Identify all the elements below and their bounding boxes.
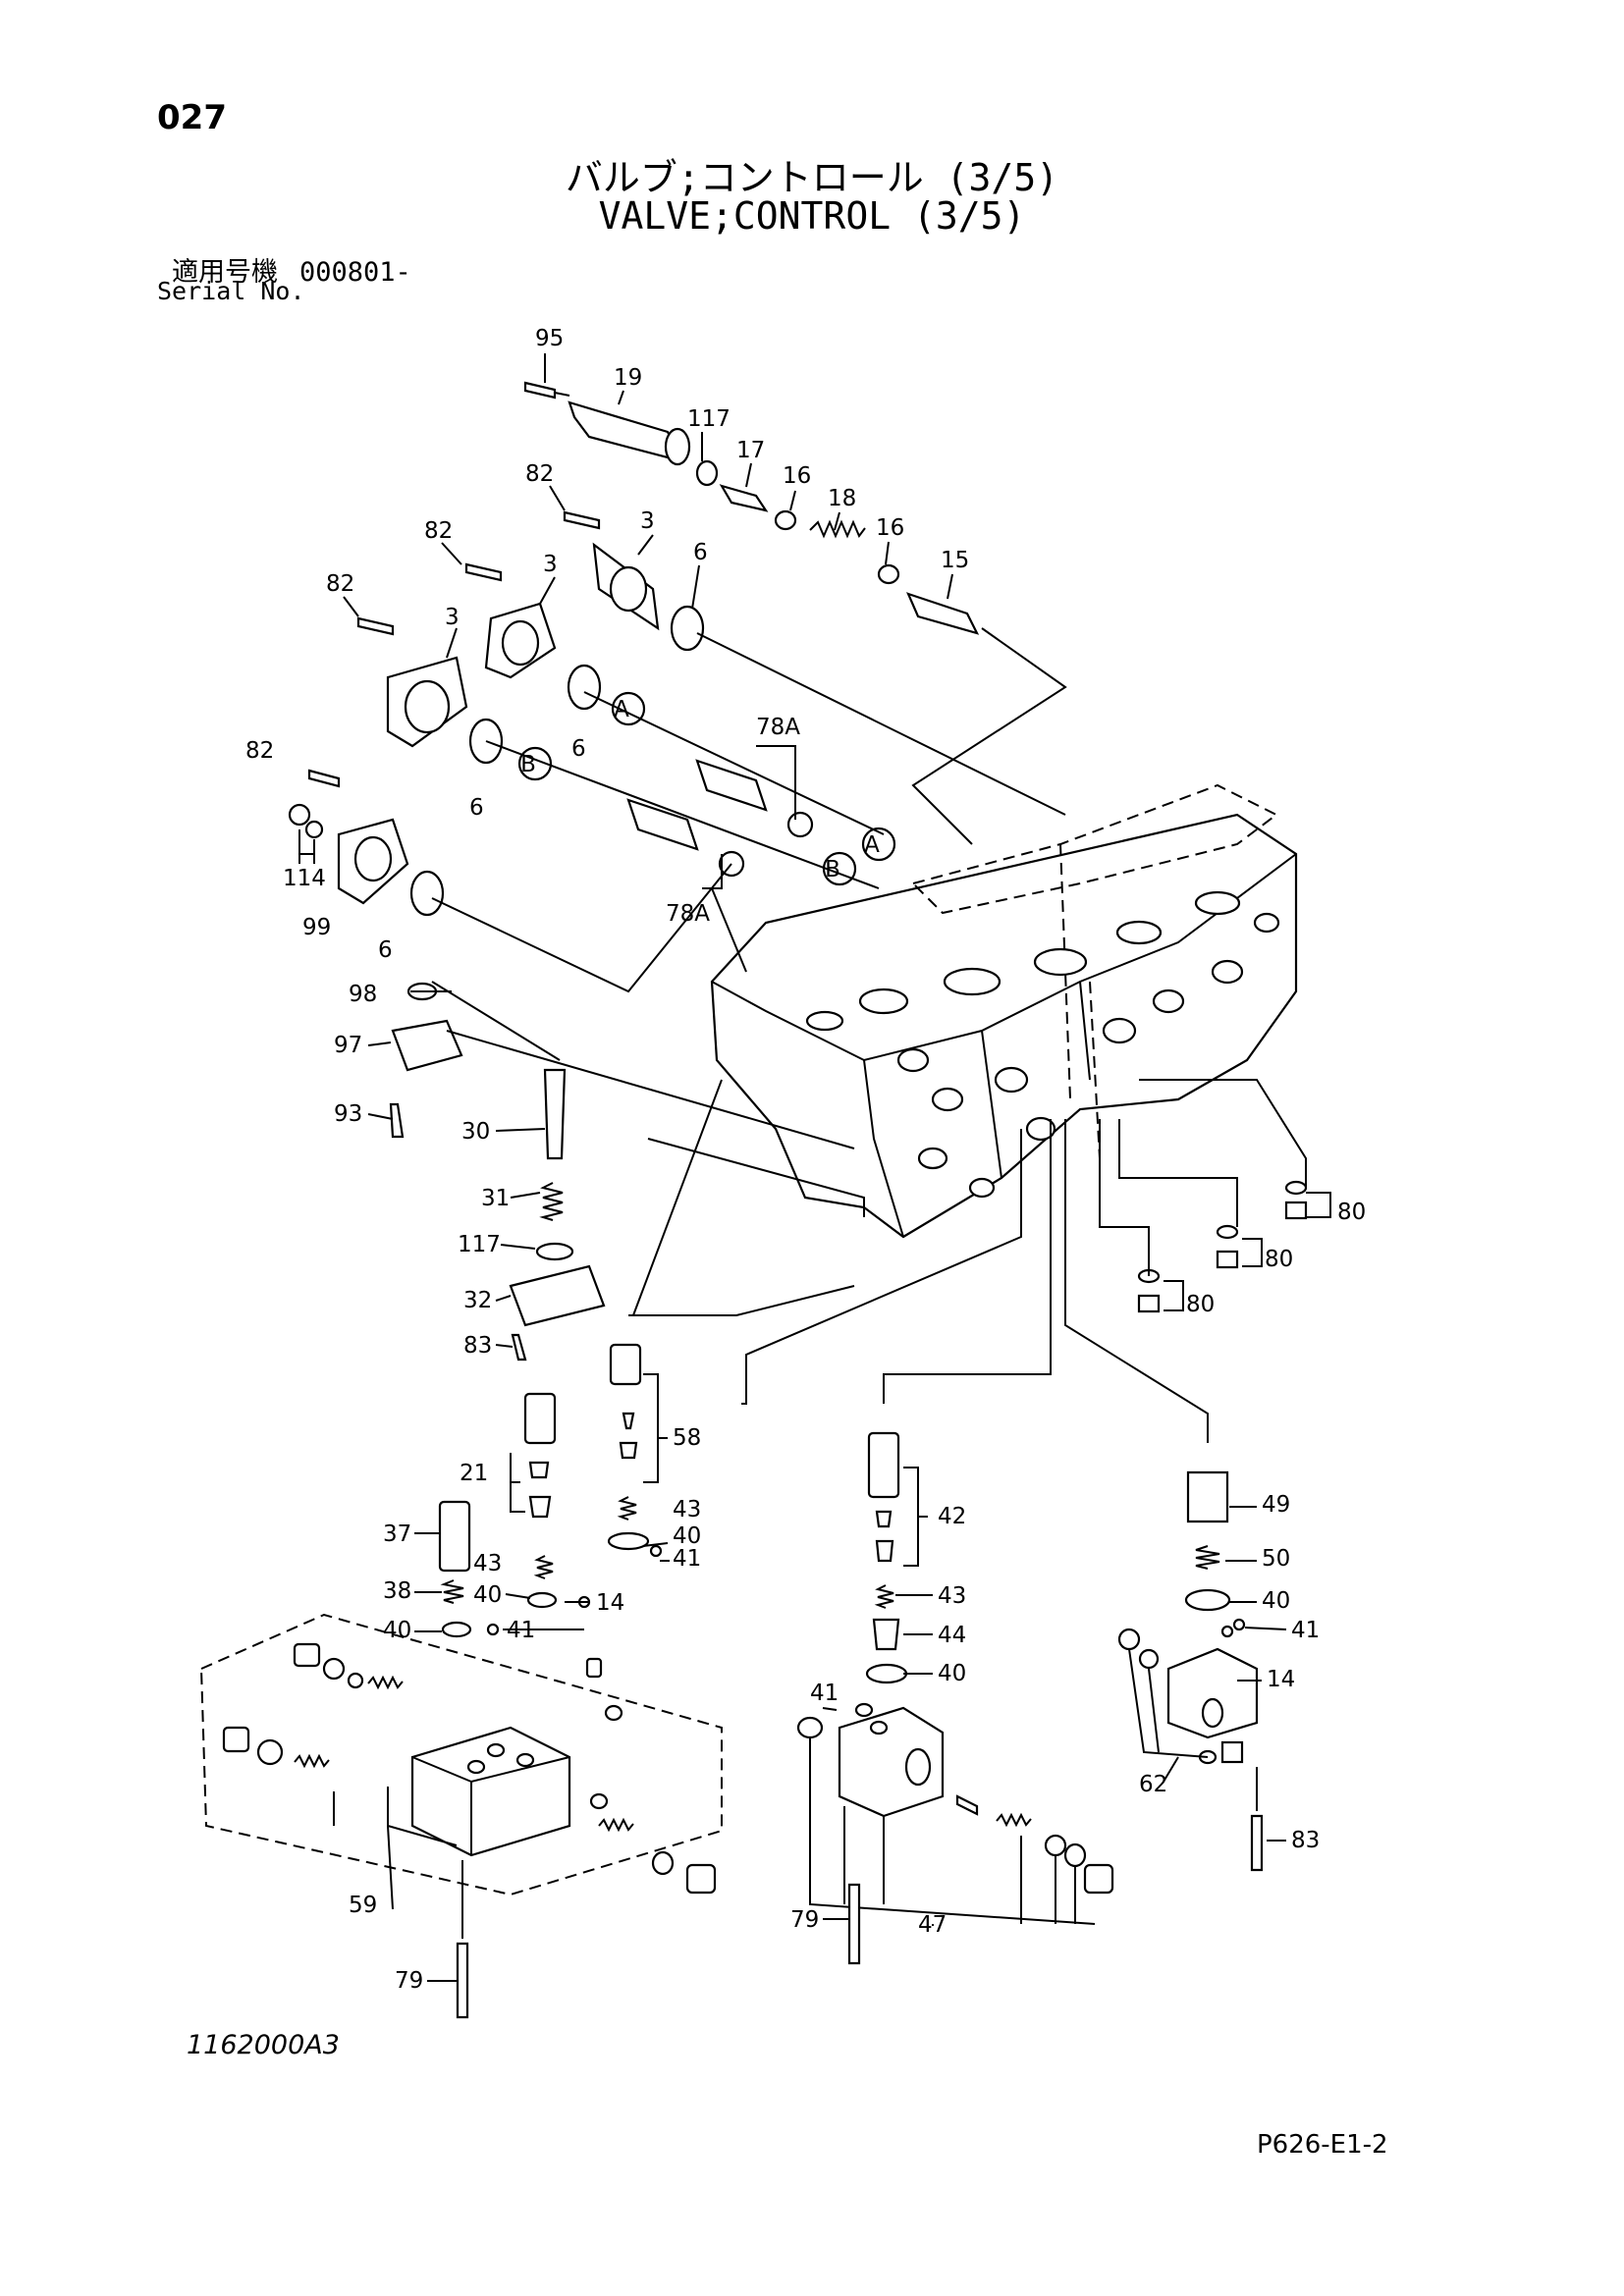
- callout-3: 3: [640, 508, 655, 534]
- lower-left-group: [199, 1343, 723, 2019]
- callout-117: 117: [687, 406, 731, 432]
- callout-18: 18: [828, 486, 856, 511]
- callout-49: 49: [1262, 1492, 1290, 1518]
- callout-78a: 78A: [756, 715, 800, 740]
- plug-group-80: [1137, 1180, 1331, 1313]
- leader-lines: [431, 627, 1307, 1443]
- callout-b: B: [520, 752, 536, 777]
- page-code: P626-E1-2: [1257, 2130, 1388, 2160]
- relief-valves-78a: [626, 745, 896, 889]
- callout-97: 97: [334, 1033, 362, 1058]
- callout-82: 82: [424, 518, 453, 544]
- lower-right-group: [1117, 1470, 1264, 1872]
- callout-3: 3: [445, 605, 460, 630]
- callout-leaders: [343, 353, 1287, 1982]
- callout-b: B: [825, 857, 840, 882]
- callout-82: 82: [525, 461, 554, 487]
- callout-40: 40: [473, 1582, 502, 1608]
- callout-31: 31: [481, 1186, 510, 1211]
- serial-label-en: Serial No.: [157, 277, 305, 305]
- callout-95: 95: [535, 326, 564, 351]
- callout-79: 79: [395, 1968, 423, 1994]
- callout-59: 59: [349, 1893, 377, 1918]
- callout-114: 114: [283, 866, 326, 891]
- callout-14: 14: [596, 1590, 624, 1616]
- cover-group: [356, 510, 705, 781]
- callout-82: 82: [245, 738, 274, 764]
- callout-labels: 95 19 117 17 16 18 16 15 82 3 82 3 82 3 …: [245, 326, 1366, 1994]
- left-flange-group: [288, 769, 445, 917]
- callout-98: 98: [349, 982, 377, 1007]
- callout-79: 79: [790, 1907, 819, 1933]
- figure-code: 1162000A3: [187, 2030, 340, 2060]
- callout-41: 41: [810, 1681, 839, 1706]
- callout-38: 38: [383, 1578, 411, 1604]
- serial-row-japanese: 適用号機 000801-: [172, 250, 411, 289]
- callout-3: 3: [543, 552, 558, 577]
- callout-a: A: [864, 832, 880, 858]
- callout-80: 80: [1265, 1247, 1293, 1272]
- title-english: VALVE;CONTROL (3/5): [598, 194, 1026, 238]
- callout-80: 80: [1186, 1292, 1215, 1317]
- callout-83: 83: [463, 1333, 492, 1359]
- callout-14: 14: [1267, 1667, 1295, 1692]
- callout-16: 16: [876, 515, 904, 541]
- control-valve-body: [710, 783, 1298, 1239]
- callout-44: 44: [938, 1623, 966, 1648]
- callout-43: 43: [673, 1497, 701, 1522]
- callout-78a: 78A: [666, 901, 710, 927]
- callout-82: 82: [326, 571, 354, 597]
- callout-41: 41: [1291, 1618, 1320, 1643]
- callout-117: 117: [458, 1232, 501, 1257]
- callout-40: 40: [673, 1523, 701, 1549]
- callout-a: A: [614, 697, 629, 722]
- left-stack-group: [389, 982, 606, 1362]
- lower-middle-group: [796, 1431, 1114, 1965]
- callout-62: 62: [1139, 1772, 1167, 1797]
- callout-6: 6: [693, 540, 708, 565]
- callout-15: 15: [941, 548, 969, 573]
- callout-19: 19: [614, 365, 642, 391]
- callout-80: 80: [1337, 1200, 1366, 1225]
- callout-93: 93: [334, 1101, 362, 1127]
- callout-99: 99: [302, 915, 331, 940]
- callout-40: 40: [383, 1618, 411, 1643]
- callout-30: 30: [461, 1119, 490, 1145]
- callout-6: 6: [378, 937, 393, 963]
- callout-6: 6: [571, 736, 586, 762]
- callout-43: 43: [473, 1551, 502, 1576]
- callout-40: 40: [1262, 1588, 1290, 1614]
- callout-58: 58: [673, 1425, 701, 1451]
- callout-42: 42: [938, 1504, 966, 1529]
- callout-6: 6: [469, 795, 484, 821]
- callout-50: 50: [1262, 1546, 1290, 1572]
- callout-43: 43: [938, 1583, 966, 1609]
- callout-37: 37: [383, 1522, 411, 1547]
- callout-16: 16: [783, 463, 811, 489]
- serial-label-jp: 適用号機: [172, 257, 278, 288]
- callout-32: 32: [463, 1288, 492, 1313]
- callout-21: 21: [460, 1461, 488, 1486]
- upper-spool-assembly: [523, 381, 980, 635]
- callout-40: 40: [938, 1661, 966, 1686]
- title-japanese: バルブ;コントロール (3/5): [565, 156, 1059, 199]
- callout-17: 17: [736, 438, 765, 463]
- serial-value: 000801-: [299, 257, 411, 288]
- callout-83: 83: [1291, 1828, 1320, 1853]
- callout-41: 41: [673, 1546, 701, 1572]
- page-number: 027: [157, 98, 227, 137]
